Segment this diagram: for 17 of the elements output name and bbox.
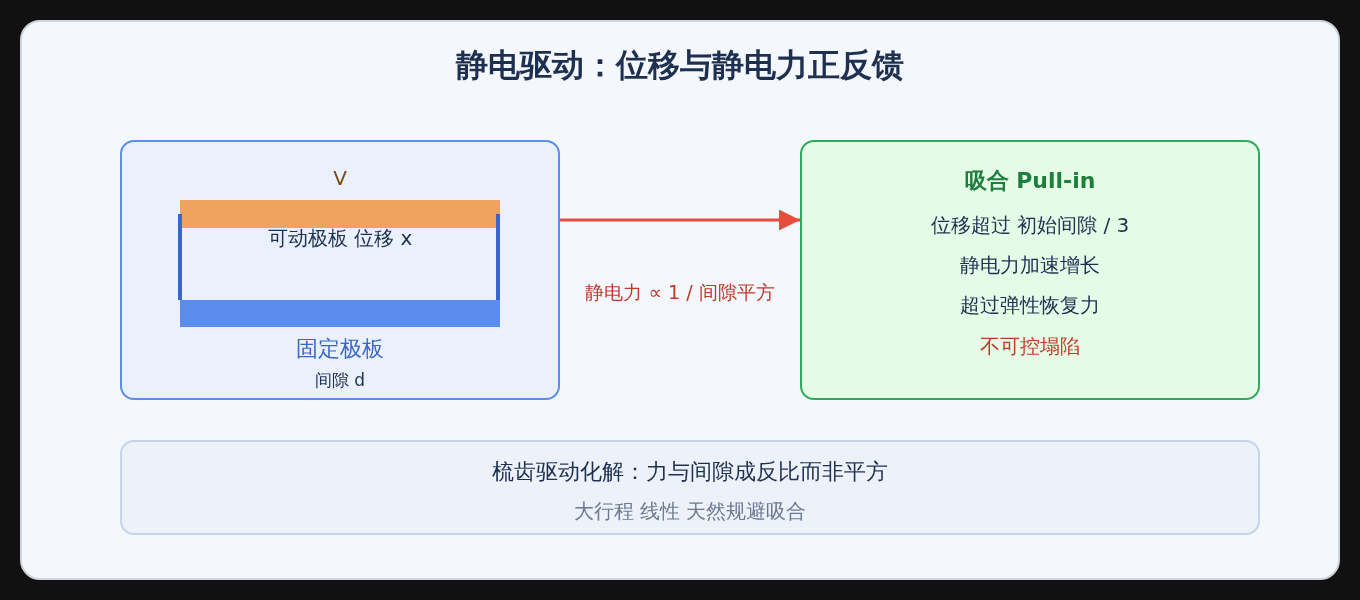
result-box	[800, 140, 1260, 400]
plate-label: 可动极板 位移 x	[266, 226, 414, 250]
voltage-label: V	[332, 166, 348, 190]
capacitor-panel	[120, 140, 560, 400]
box-text: 位移超过 初始间隙 / 3	[929, 213, 1131, 237]
note-box	[120, 440, 1260, 535]
box-text: 不可控塌陷	[979, 334, 1081, 358]
edge-label: 静电力 ∝ 1 / 间隙平方	[583, 281, 777, 303]
arrow	[560, 209, 800, 231]
title: 静电驱动：位移与静电力正反馈	[454, 46, 905, 85]
box-text: 静电力加速增长	[959, 253, 1101, 277]
note-text: 大行程 线性 天然规避吸合	[572, 499, 808, 523]
box-text: 超过弹性恢复力	[959, 293, 1101, 317]
gap-label: 间隙 d	[313, 370, 367, 391]
plate-label: 固定极板	[295, 336, 385, 363]
box-heading: 吸合 Pull-in	[963, 168, 1097, 195]
note-text: 梳齿驱动化解：力与间隙成反比而非平方	[491, 459, 889, 486]
